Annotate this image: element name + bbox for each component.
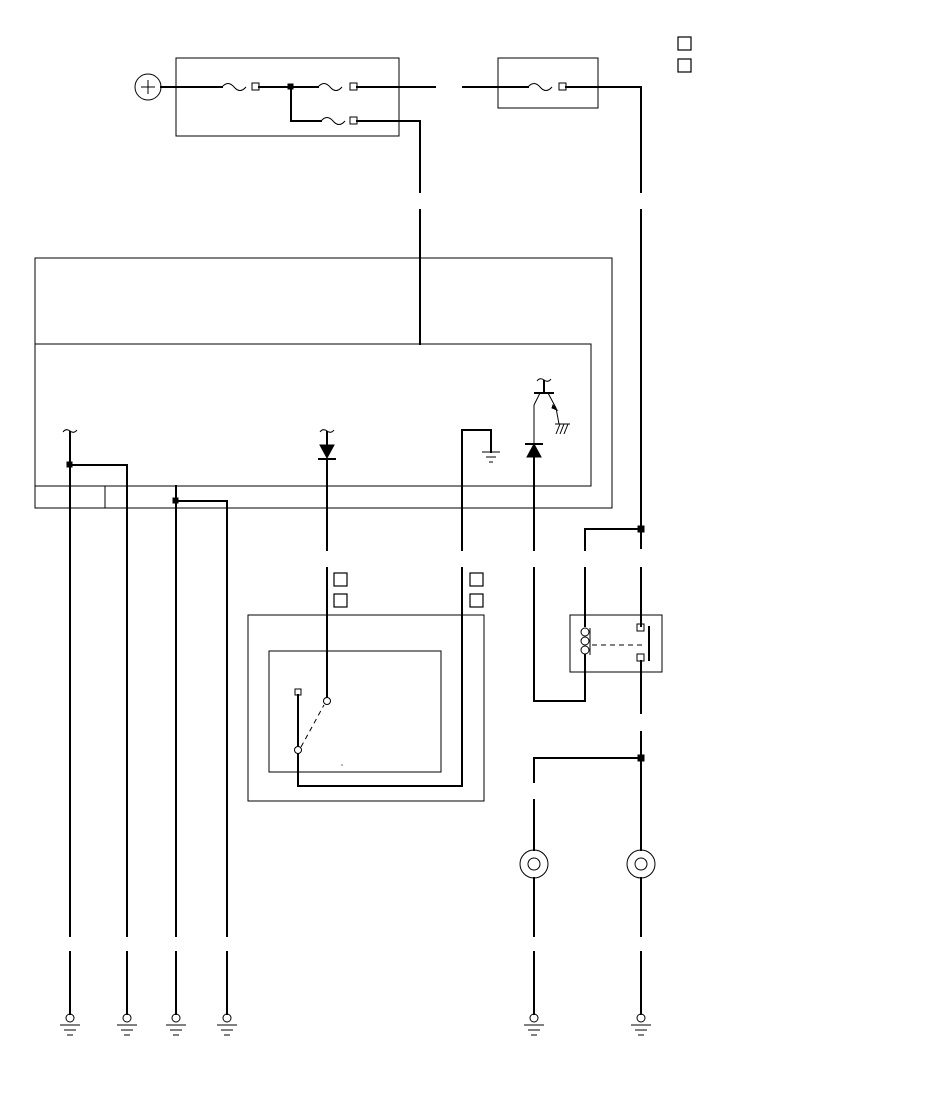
legend-markers — [677, 36, 692, 73]
connector-markers — [333, 572, 484, 608]
transistor-output — [525, 378, 570, 551]
lamp-circuit — [519, 731, 656, 937]
ground-symbols — [60, 951, 651, 1036]
relay — [533, 525, 663, 714]
unit-left-circuit — [62, 429, 228, 937]
legend-square-2 — [677, 58, 692, 73]
ground-icon — [117, 951, 137, 1036]
lamp-right — [626, 849, 656, 879]
legend-square-1 — [677, 36, 692, 51]
fuse-4 — [527, 83, 553, 91]
ground-icon — [217, 951, 237, 1036]
control-unit — [34, 257, 613, 509]
fuse-3 — [320, 117, 346, 125]
ground-icon — [631, 951, 651, 1036]
switch-assembly — [247, 567, 485, 802]
ground-icon — [166, 951, 186, 1036]
lamp-left — [519, 849, 549, 879]
fuse-1 — [221, 83, 247, 91]
ground-icon — [60, 951, 80, 1036]
fuse-box-main — [160, 57, 436, 193]
fuse-2 — [317, 83, 343, 91]
ground-icon — [524, 951, 544, 1036]
battery-symbol — [134, 73, 162, 101]
internal-ground — [461, 429, 500, 551]
fuse-box-secondary — [462, 57, 642, 193]
diode-down — [318, 429, 336, 551]
